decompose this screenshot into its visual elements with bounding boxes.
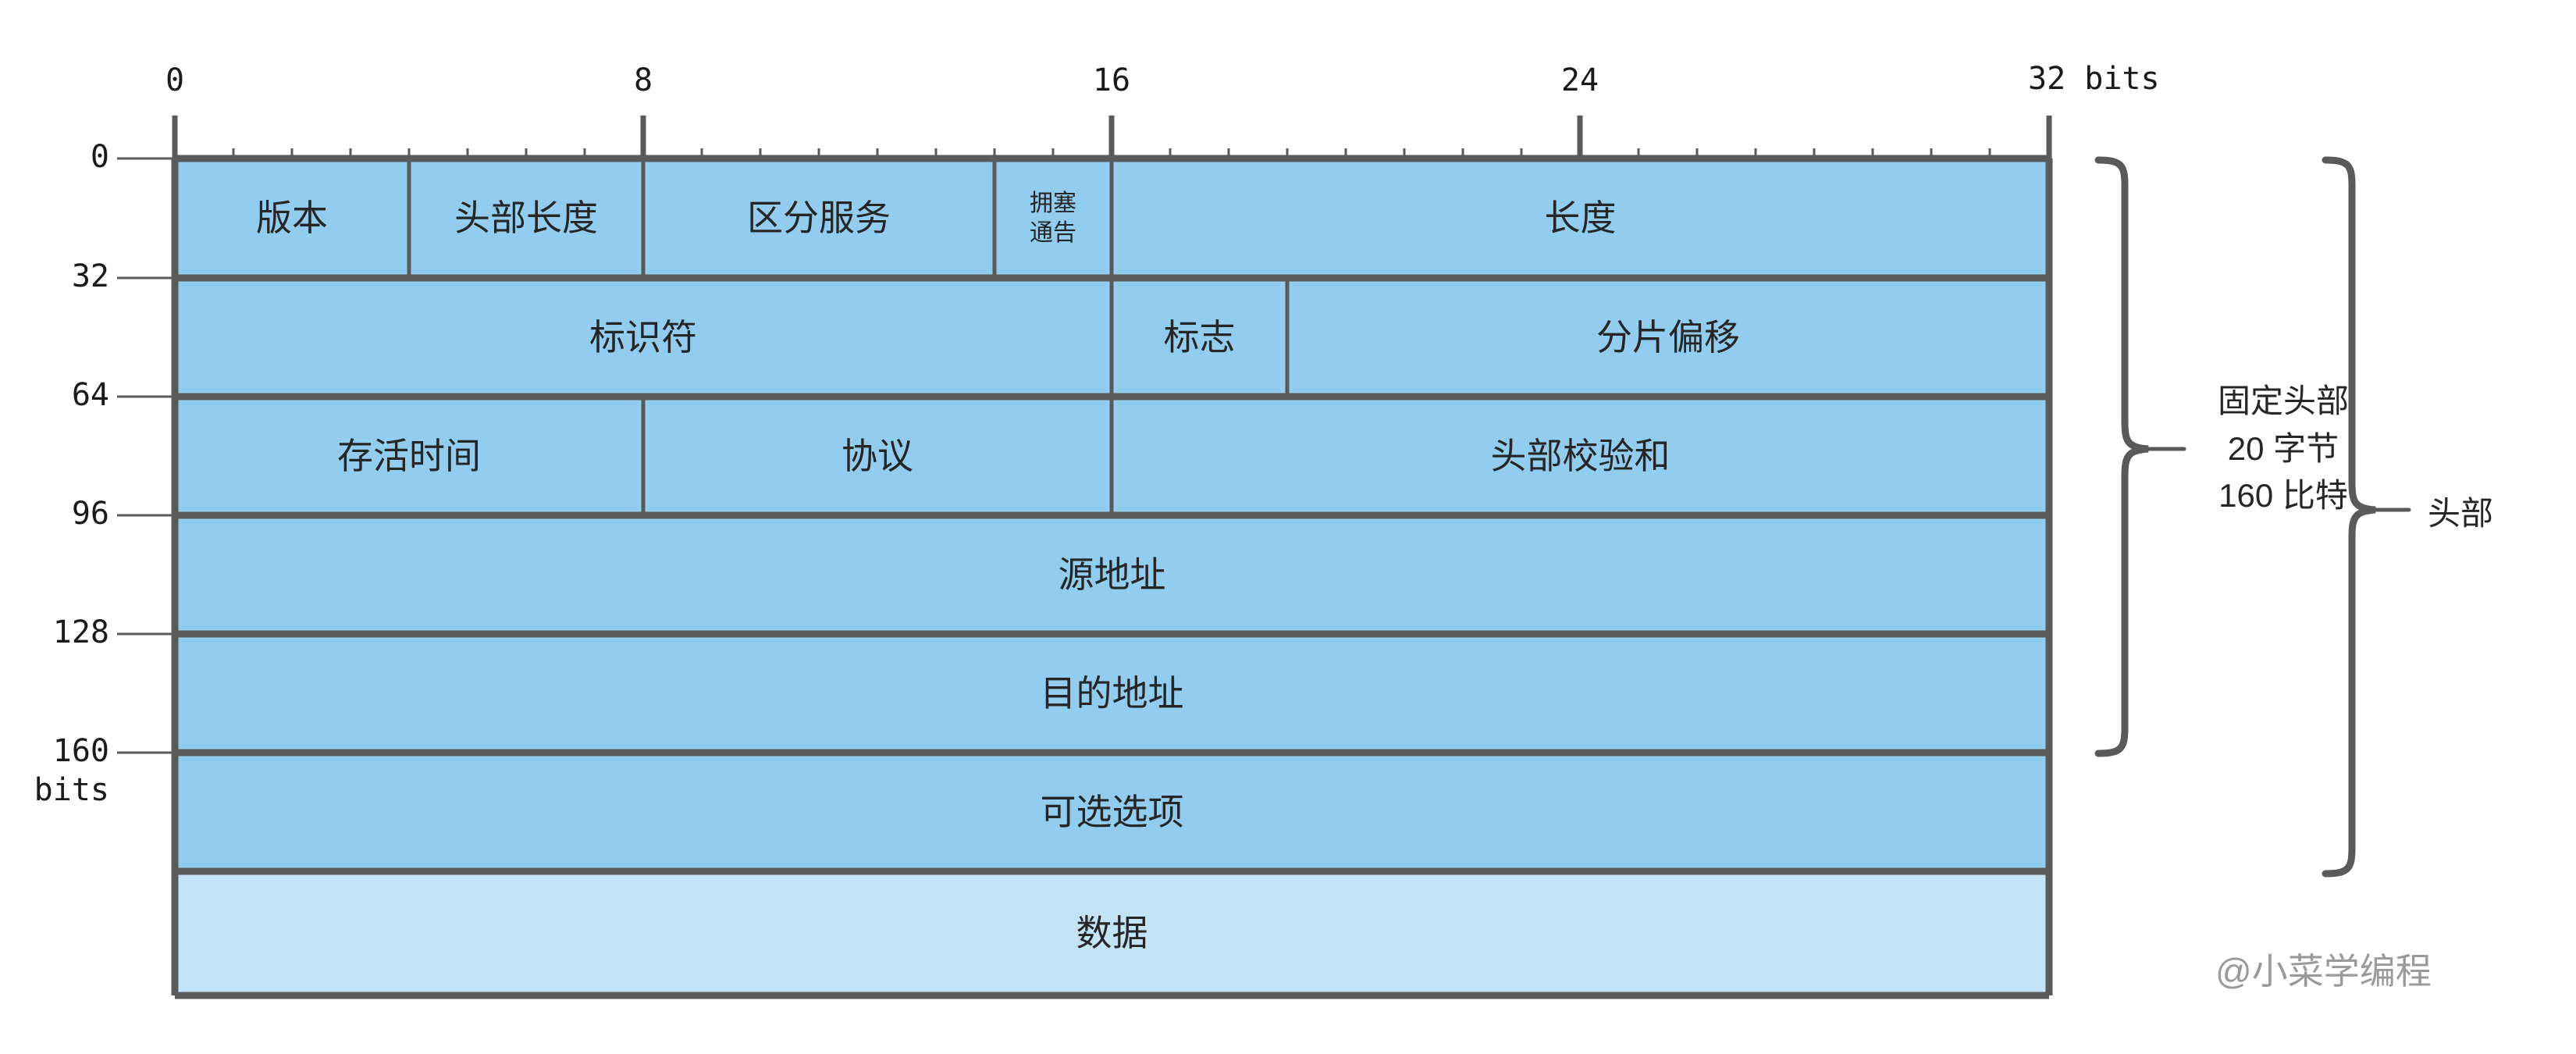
field-congestion-notification: 拥塞 通告 xyxy=(994,158,1112,278)
field-destination-address: 目的地址 xyxy=(1040,672,1184,714)
brace-pointers xyxy=(2146,447,2411,512)
cell-total-length xyxy=(1112,158,2049,278)
field-ecn-line-1: 拥塞 xyxy=(1030,191,1076,216)
row-separators xyxy=(175,155,2049,999)
field-protocol: 协议 xyxy=(841,435,913,476)
ruler-label-24: 24 xyxy=(1560,62,1599,98)
field-cells xyxy=(175,158,2049,995)
watermark: @小菜学编程 xyxy=(2215,951,2432,992)
field-ecn-line-2: 通告 xyxy=(1030,219,1076,246)
field-source-address: 源地址 xyxy=(1058,554,1166,595)
row-offset-128: 128 xyxy=(52,614,109,650)
field-ttl: 存活时间 xyxy=(337,435,481,476)
row-offset-0: 0 xyxy=(90,139,109,175)
annotation-header: 头部 xyxy=(2428,495,2494,532)
field-header-length: 头部长度 xyxy=(454,198,598,239)
cell-identification xyxy=(175,278,1112,397)
cell-source-addr xyxy=(175,515,2049,634)
annotation-fixed-header-line-2: 20 字节 xyxy=(2227,429,2339,467)
cell-frag-offset xyxy=(1287,278,2049,397)
annotation-fixed-header-line-3: 160 比特 xyxy=(2218,477,2348,515)
cell-flags xyxy=(1112,278,1287,397)
field-payload-data: 数据 xyxy=(1076,913,1148,954)
inner-dividers xyxy=(407,158,1290,515)
ruler-label-16: 16 xyxy=(1092,62,1131,98)
cell-ttl xyxy=(175,397,643,515)
row-offset-64: 64 xyxy=(71,377,109,413)
cell-payload xyxy=(175,871,2049,995)
cell-options xyxy=(175,753,2049,871)
field-version: 版本 xyxy=(256,198,328,239)
field-identification: 标识符 xyxy=(589,316,697,358)
cell-checksum xyxy=(1112,397,2049,515)
field-differentiated-services: 区分服务 xyxy=(747,198,891,239)
cell-dest-addr xyxy=(175,634,2049,753)
cell-dscp xyxy=(643,158,994,278)
row-offset-160: 160 xyxy=(52,733,109,769)
row-offset-32: 32 xyxy=(71,258,109,294)
cell-ecn xyxy=(994,158,1112,278)
ruler-major-ticks xyxy=(172,116,2052,160)
field-total-length: 长度 xyxy=(1544,198,1617,239)
field-header-checksum: 头部校验和 xyxy=(1490,435,1670,476)
row-offset-96: 96 xyxy=(71,496,109,532)
field-flags: 标志 xyxy=(1163,316,1236,358)
annotation-fixed-header: 固定头部 20 字节 160 比特 xyxy=(2186,355,2381,543)
annotation-fixed-header-line-1: 固定头部 xyxy=(2217,382,2349,419)
field-options: 可选选项 xyxy=(1040,791,1184,832)
row-offset-unit: bits xyxy=(34,772,109,808)
ruler-label-32-bits: 32 bits xyxy=(2028,61,2160,97)
cell-version xyxy=(175,158,409,278)
ruler-label-0: 0 xyxy=(165,62,185,98)
row-offset-leaders xyxy=(117,157,175,754)
brace-fixed-header xyxy=(2094,156,2149,757)
ruler-label-8: 8 xyxy=(633,62,653,98)
bit-ruler xyxy=(172,116,2052,160)
table-rails xyxy=(171,158,2053,995)
cell-ihl xyxy=(409,158,643,278)
cell-protocol xyxy=(643,397,1112,515)
field-fragment-offset: 分片偏移 xyxy=(1596,316,1740,358)
